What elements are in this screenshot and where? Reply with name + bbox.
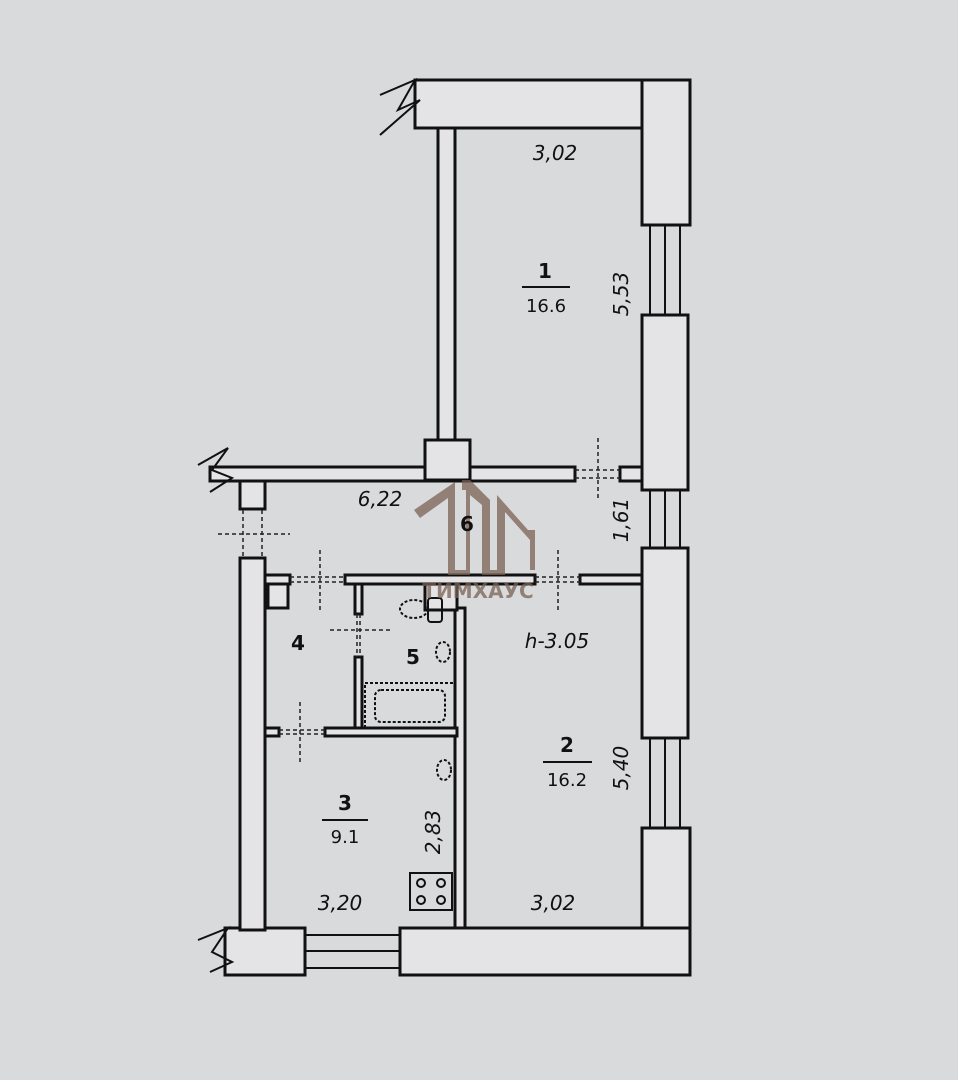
room-1-number: 1	[538, 259, 552, 283]
ceiling-height: h-3.05	[525, 629, 589, 653]
sink-icon	[435, 641, 451, 663]
room-3-area: 9.1	[331, 827, 360, 848]
room-2-area: 16.2	[547, 770, 587, 791]
room-2-width: 3,02	[531, 891, 576, 915]
room-1-length: 5,53	[609, 272, 633, 317]
room-2-length: 5,40	[609, 746, 633, 791]
wall-break-bottom	[197, 925, 235, 973]
watermark-text: ТИМХАУС	[422, 579, 533, 603]
bathtub-icon	[364, 682, 456, 729]
room-5-number: 5	[406, 645, 420, 669]
room-2-number: 2	[560, 733, 574, 757]
corridor-length: 6,22	[358, 487, 403, 511]
doorways	[218, 438, 620, 762]
watermark-logo: ТИМХАУС	[414, 480, 535, 603]
kitchen-sink-icon	[436, 759, 452, 781]
room-1-area: 16.6	[526, 296, 566, 317]
corridor-width: 1,61	[609, 498, 633, 543]
wall-break-mid	[197, 447, 235, 493]
wall-break-top	[379, 77, 421, 136]
room-3-number: 3	[338, 791, 352, 815]
stove-icon	[409, 872, 453, 911]
room-3-width: 3,20	[318, 891, 363, 915]
room-4-number: 4	[291, 631, 305, 655]
toilet-icon	[399, 597, 443, 623]
room-1-width: 3,02	[533, 141, 578, 165]
room-6-number: 6	[460, 512, 474, 536]
windows	[304, 224, 681, 969]
room-3-length: 2,83	[421, 810, 445, 855]
